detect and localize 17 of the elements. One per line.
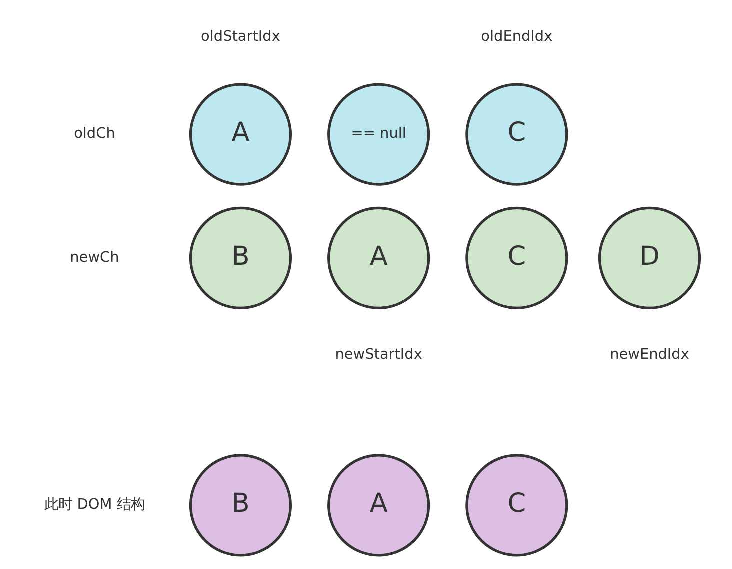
node-circle: B (189, 454, 292, 557)
node-circle: C (466, 83, 568, 186)
node-circle: C (466, 454, 568, 557)
node-label: newStartIdx (335, 347, 422, 364)
node-label: newEndIdx (610, 347, 690, 364)
node-circle: == null (328, 83, 430, 186)
label: oldCh (74, 126, 116, 142)
node-circle: A (328, 206, 430, 310)
node-circle: C (466, 206, 568, 310)
label: newCh (70, 250, 120, 266)
node-label: oldEndIdx (481, 28, 553, 45)
node-circle: A (328, 454, 430, 557)
label: 此时 DOM 结构 (44, 497, 145, 514)
node-circle: A (189, 83, 292, 186)
node-circle: D (598, 206, 702, 310)
node-circle: B (189, 206, 292, 310)
node-label: oldStartIdx (201, 28, 280, 45)
